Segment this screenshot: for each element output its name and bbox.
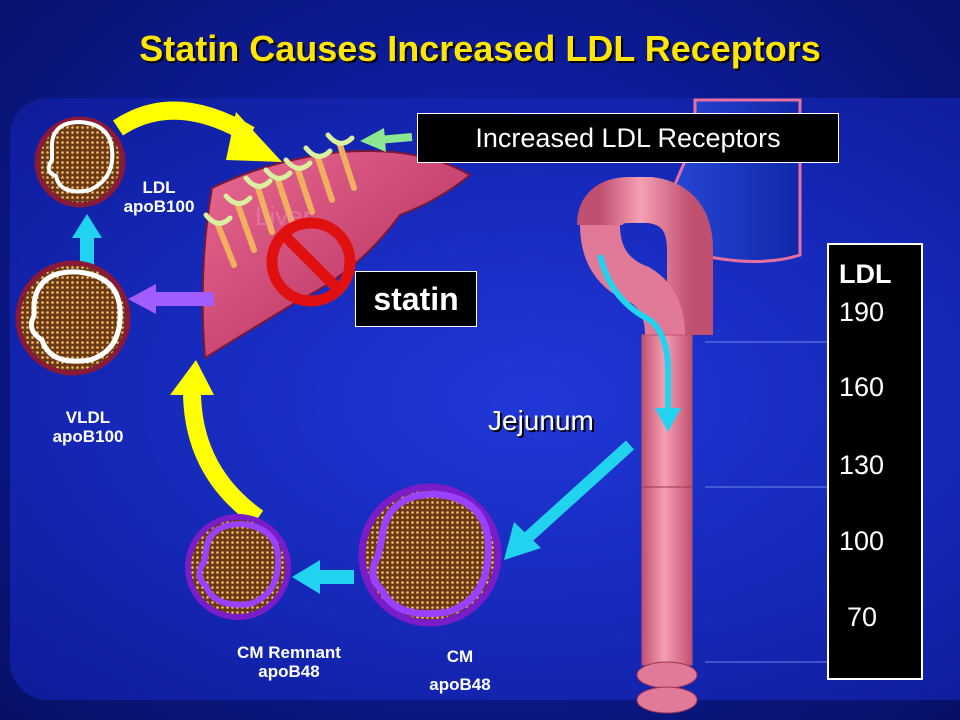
ldl-scale-title: LDL: [839, 259, 892, 289]
ldl-scale-value: 190: [839, 297, 885, 327]
ldl-label-line2: apoB100: [123, 197, 195, 216]
increased-ldl-receptors-label: Increased LDL Receptors: [417, 113, 839, 163]
ldl-label: LDL apoB100: [104, 178, 214, 216]
ldl-scale-value: 130: [839, 450, 885, 480]
slide-title: Statin Causes Increased LDL Receptors: [139, 28, 821, 69]
jejunum-to-cm-arrow: [520, 440, 635, 545]
no-symbol-icon: [266, 217, 356, 307]
remnant-uptake-arrow: [182, 384, 264, 526]
cm-remnant-label: CM Remnant apoB48: [208, 643, 370, 681]
cm-particle: [358, 483, 502, 627]
ldl-particle: [34, 116, 126, 208]
cm-label: CM apoB48: [405, 643, 515, 699]
vldl-label: VLDL apoB100: [28, 408, 148, 446]
cm-remnant-particle: [185, 514, 291, 620]
ldl-receptors: [203, 132, 357, 268]
vldl-label-line2: apoB100: [52, 427, 124, 446]
statin-label: statin: [355, 271, 477, 327]
gut-flow-arrow: [597, 254, 671, 410]
ldl-scale-value: 70: [847, 602, 878, 632]
ldl-scale: LDL 190 160 130 100 70: [827, 243, 923, 680]
cm-label-line2: apoB48: [429, 675, 491, 694]
ldl-uptake-arrow: [113, 101, 255, 143]
cm-remnant-label-line1: CM Remnant: [237, 643, 341, 662]
ldl-label-line1: LDL: [142, 178, 176, 197]
jejunum-label: Jejunum: [488, 405, 594, 436]
ldl-scale-value: 160: [839, 372, 885, 402]
vldl-label-line1: VLDL: [65, 408, 111, 427]
vldl-particle: [15, 260, 131, 376]
intestine: [577, 177, 713, 714]
cm-remnant-label-line2: apoB48: [258, 662, 320, 681]
vldl-secretion-arrow: [152, 292, 214, 306]
cm-label-line1: CM: [446, 647, 474, 666]
ldl-scale-value: 100: [839, 526, 885, 556]
cm-to-remnant-arrow: [318, 570, 354, 584]
